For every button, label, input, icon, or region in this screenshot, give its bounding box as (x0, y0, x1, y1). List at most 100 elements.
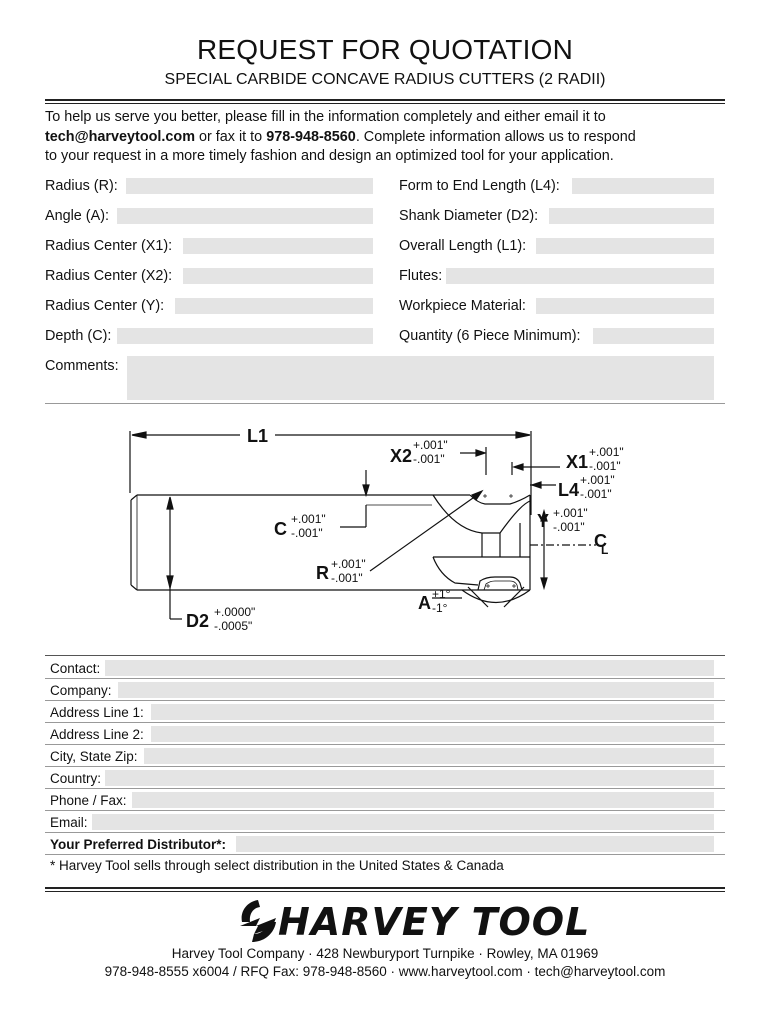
comments-divider (45, 403, 725, 404)
intro-line-2-rest: . Complete information allows us to resp… (355, 128, 636, 145)
footer-contact: 978-948-8555 x6004 / RFQ Fax: 978-948-85… (104, 964, 666, 979)
row-rule (45, 810, 725, 811)
intro-fax: 978-948-8560 (266, 128, 356, 145)
field-radius-center-y[interactable] (175, 298, 373, 314)
intro-mid: or fax it to (195, 128, 267, 145)
label-company: Company: (50, 683, 112, 698)
label-preferred-distributor: Your Preferred Distributor*: (50, 837, 227, 852)
label-overall-length: Overall Length (L1): (399, 238, 527, 254)
dim-y-tol-plus: +.001" (553, 506, 588, 520)
field-phone-fax[interactable] (132, 792, 714, 808)
field-radius-center-x2[interactable] (183, 268, 373, 284)
label-form-to-end-length: Form to End Length (L4): (399, 178, 560, 194)
row-rule (45, 832, 725, 833)
label-comments: Comments: (45, 358, 119, 374)
label-angle: Angle (A): (45, 208, 109, 224)
field-company[interactable] (118, 682, 714, 698)
field-shank-diameter[interactable] (549, 208, 714, 224)
field-comments[interactable] (127, 356, 714, 400)
centerline-c: C (594, 531, 607, 551)
field-form-to-end-length[interactable] (572, 178, 714, 194)
label-quantity: Quantity (6 Piece Minimum): (399, 328, 581, 344)
dim-y: Y (537, 511, 549, 531)
label-phone-fax: Phone / Fax: (50, 793, 127, 808)
label-flutes: Flutes: (399, 268, 443, 284)
dim-r-tol-plus: +.001" (331, 557, 366, 571)
harvey-tool-logo-icon (240, 900, 276, 942)
intro-line-1: To help us serve you better, please fill… (45, 109, 606, 125)
intro-text: To help us serve you better, please fill… (45, 108, 725, 167)
dim-c-tol-plus: +.001" (291, 512, 326, 526)
dim-a-tol-plus: +1° (432, 587, 451, 601)
footer-address: Harvey Tool Company · 428 Newburyport Tu… (171, 946, 599, 961)
field-quantity[interactable] (593, 328, 714, 344)
dim-l4-tol-plus: +.001" (580, 473, 615, 487)
dim-l1: L1 (247, 426, 268, 446)
dim-d2: D2 (186, 611, 209, 631)
page-subtitle: SPECIAL CARBIDE CONCAVE RADIUS CUTTERS (… (164, 71, 606, 88)
centerline-l: L (601, 543, 608, 557)
intro-email: tech@harveytool.com (45, 128, 195, 145)
label-radius-center-x1: Radius Center (X1): (45, 238, 173, 254)
intro-line-2: tech@harveytool.com or fax it to 978-948… (45, 128, 725, 148)
label-contact: Contact: (50, 661, 101, 676)
field-depth[interactable] (117, 328, 373, 344)
dim-y-tol-minus: -.001" (553, 520, 585, 534)
label-shank-diameter: Shank Diameter (D2): (399, 208, 539, 224)
dim-d2-tol-plus: +.0000" (214, 605, 255, 619)
field-overall-length[interactable] (536, 238, 714, 254)
field-radius-center-x1[interactable] (183, 238, 373, 254)
intro-line-3: to your request in a more timely fashion… (45, 148, 614, 164)
dim-x2: X2 (390, 446, 412, 466)
header-divider (45, 99, 725, 104)
label-country: Country: (50, 771, 102, 786)
dim-x2-tol-plus: +.001" (413, 438, 448, 452)
footer-divider (45, 887, 725, 892)
dim-c: C (274, 519, 287, 539)
field-preferred-distributor[interactable] (236, 836, 714, 852)
distributor-note: * Harvey Tool sells through select distr… (50, 858, 504, 873)
label-radius-center-x2: Radius Center (X2): (45, 268, 173, 284)
dim-a: A (418, 593, 431, 613)
field-angle[interactable] (117, 208, 373, 224)
field-address-line-2[interactable] (151, 726, 714, 742)
label-radius-center-y: Radius Center (Y): (45, 298, 165, 314)
row-rule (45, 854, 725, 855)
field-workpiece-material[interactable] (536, 298, 714, 314)
dim-x1: X1 (566, 452, 588, 472)
dim-x1-tol-minus: -.001" (589, 459, 621, 473)
dim-c-tol-minus: -.001" (291, 526, 323, 540)
dim-l4-tol-minus: -.001" (580, 487, 612, 501)
dim-a-tol-minus: -1° (432, 601, 448, 615)
contact-top-rule (45, 655, 725, 656)
label-city-state-zip: City, State Zip: (50, 749, 138, 764)
dim-d2-tol-minus: -.0005" (214, 619, 252, 633)
row-rule (45, 744, 725, 745)
field-country[interactable] (105, 770, 714, 786)
field-radius[interactable] (126, 178, 373, 194)
row-rule (45, 766, 725, 767)
field-contact[interactable] (105, 660, 714, 676)
dim-x2-tol-minus: -.001" (413, 452, 445, 466)
label-radius: Radius (R): (45, 178, 118, 194)
field-address-line-1[interactable] (151, 704, 714, 720)
dim-r: R (316, 563, 329, 583)
row-rule (45, 722, 725, 723)
row-rule (45, 700, 725, 701)
field-city-state-zip[interactable] (144, 748, 714, 764)
row-rule (45, 788, 725, 789)
label-workpiece-material: Workpiece Material: (399, 298, 526, 314)
field-email[interactable] (92, 814, 714, 830)
label-address-line-2: Address Line 2: (50, 727, 144, 742)
label-address-line-1: Address Line 1: (50, 705, 144, 720)
dim-r-tol-minus: -.001" (331, 571, 363, 585)
cutter-diagram: L1 X2 +.001" -.001" X1 +.001" -.001" L4 … (129, 426, 624, 633)
dim-x1-tol-plus: +.001" (589, 445, 624, 459)
dim-l4: L4 (558, 480, 579, 500)
label-email: Email: (50, 815, 88, 830)
field-flutes[interactable] (446, 268, 714, 284)
harvey-tool-logo-text: HARVEY TOOL (278, 900, 591, 944)
row-rule (45, 678, 725, 679)
page-title: REQUEST FOR QUOTATION (197, 34, 573, 65)
label-depth: Depth (C): (45, 328, 112, 344)
